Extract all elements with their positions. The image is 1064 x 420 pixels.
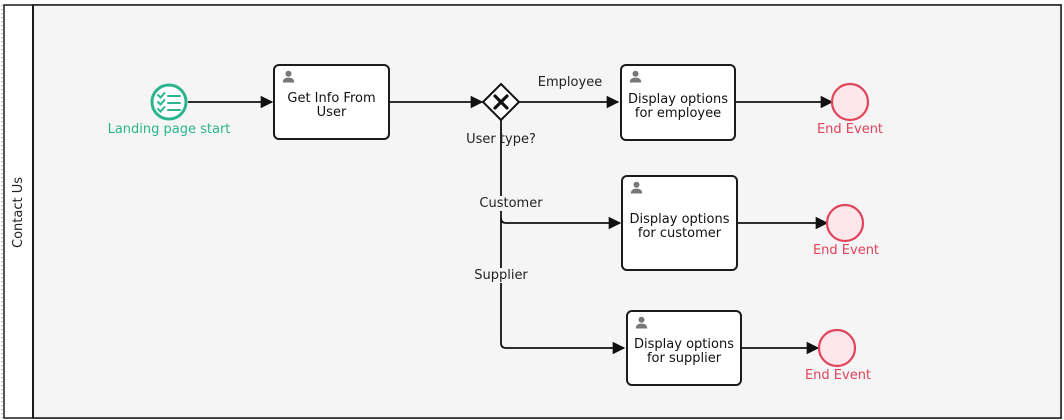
- user-icon: [635, 316, 648, 329]
- end-event-label-customer: End Event: [812, 243, 880, 258]
- end-event-label-employee: End Event: [816, 122, 884, 137]
- task-get-info-from-user[interactable]: Get Info From User: [273, 64, 390, 140]
- task-label: Get Info From User: [287, 91, 376, 120]
- start-event[interactable]: [150, 83, 188, 121]
- pool-label: Contact Us: [4, 6, 32, 418]
- start-event-label: Landing page start: [107, 122, 231, 137]
- exclusive-gateway-x-icon: [493, 94, 509, 110]
- end-event-employee[interactable]: [830, 82, 870, 122]
- user-icon: [629, 70, 642, 83]
- flow-label-employee: Employee: [537, 75, 603, 90]
- flow-label-supplier: Supplier: [473, 268, 529, 283]
- end-event-label-supplier: End Event: [804, 368, 872, 383]
- flow-label-customer: Customer: [478, 196, 544, 211]
- task-label: Display options for employee: [628, 91, 728, 121]
- pool-label-text: Contact Us: [10, 176, 26, 248]
- task-display-options-supplier[interactable]: Display options for supplier: [626, 310, 742, 386]
- task-display-options-customer[interactable]: Display options for customer: [621, 175, 738, 271]
- lane-body: [32, 4, 1062, 419]
- user-icon: [630, 181, 643, 194]
- task-label: Display options for customer: [629, 212, 730, 241]
- gateway-label: User type?: [466, 132, 536, 147]
- end-event-supplier[interactable]: [817, 328, 857, 368]
- task-display-options-employee[interactable]: Display options for employee: [620, 64, 736, 141]
- flow-supplier[interactable]: [500, 218, 626, 355]
- checklist-icon: [157, 92, 181, 113]
- user-icon: [282, 70, 295, 83]
- exclusive-gateway[interactable]: [481, 82, 521, 122]
- end-event-customer[interactable]: [825, 203, 865, 243]
- task-label: Display options for supplier: [634, 337, 734, 366]
